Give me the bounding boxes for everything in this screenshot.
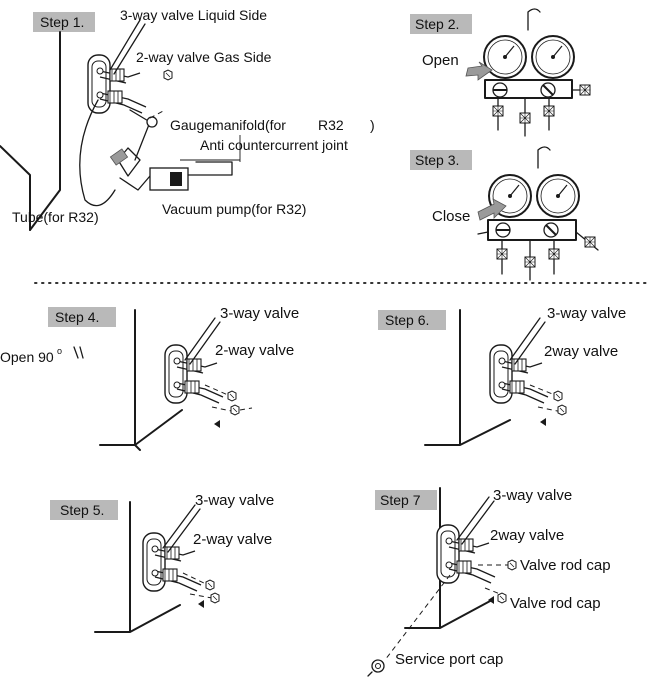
step6-unit-outline: [424, 309, 511, 446]
step2-label: Step 2.: [415, 16, 459, 32]
anti-joint-callout: [180, 135, 241, 162]
step3-label: Step 3.: [415, 152, 459, 168]
vacuum-pump-body: [149, 167, 189, 191]
unit-wall-edge: [29, 31, 61, 231]
step5-2way-label: 2-way valve: [193, 531, 272, 548]
liquid-side-label: 3-way valve Liquid Side: [120, 7, 267, 23]
step7-valve-rod-cap-2: [497, 592, 507, 604]
step2-hook: [527, 8, 541, 31]
step4-label: Step 4.: [55, 309, 99, 325]
valve-rod-cap-label-1: Valve rod cap: [520, 557, 611, 574]
step4-2way-label: 2-way valve: [215, 342, 294, 359]
step2-open-arrow: [465, 61, 493, 81]
rotation-symbol-icon: [73, 346, 84, 359]
step1-liquid-pipe: [109, 19, 141, 71]
step5-badge: [50, 500, 118, 520]
open-label: Open: [422, 52, 459, 69]
open90-degree: o: [57, 346, 62, 356]
step1-valve-cap: [163, 69, 173, 81]
step3-close-arrow: [477, 198, 507, 221]
step5-panel: Step 5. 3-way valve 2-way valve: [50, 492, 274, 633]
anti-joint-label: Anti countercurrent joint: [200, 137, 348, 153]
service-port-cap-label: Service port cap: [395, 651, 503, 668]
step7-panel: Step 7 3-way valve 2way valve Valve rod …: [367, 487, 611, 677]
step2-manifold-body: [484, 79, 573, 99]
gauge-manifold-label: Gaugemanifold(for: [170, 117, 286, 133]
service-port-cap-icon: [367, 659, 385, 677]
step7-badge: [375, 490, 437, 510]
gas-side-label: 2-way valve Gas Side: [136, 49, 272, 65]
gauge-manifold-paren: ): [370, 117, 375, 133]
step7-label: Step 7: [380, 492, 421, 508]
step1-joint: [146, 116, 158, 128]
step4-3way-label: 3-way valve: [220, 305, 299, 322]
step1-panel: Step 1. 3-way valve Liquid Side 2-way va…: [0, 7, 375, 231]
step4-panel: Step 4. 3-way valve 2-way valve Open 90 …: [0, 305, 299, 451]
step7-2way-label: 2way valve: [490, 527, 564, 544]
step2-badge: [410, 14, 472, 34]
step3-high-gauge: [536, 174, 580, 218]
step5-label: Step 5.: [60, 502, 104, 518]
step6-panel: Step 6. 3-way valve 2way valve: [378, 305, 626, 446]
step1-badge: [33, 12, 95, 32]
step5-unit-outline: [94, 501, 181, 633]
step1-gray-adapter: [109, 148, 129, 166]
vacuum-pump-label: Vacuum pump(for R32): [162, 201, 306, 217]
close-label: Close: [432, 208, 470, 225]
step7-3way-label: 3-way valve: [493, 487, 572, 504]
step6-2way-label: 2way valve: [544, 343, 618, 360]
step2-high-gauge: [531, 35, 575, 79]
step3-hook: [537, 146, 551, 169]
step6-label: Step 6.: [385, 312, 429, 328]
step6-3way-label: 3-way valve: [547, 305, 626, 322]
step2-panel: Step 2. Open: [410, 8, 591, 137]
step6-badge: [378, 310, 446, 330]
step3-badge: [410, 150, 472, 170]
step5-3way-label: 3-way valve: [195, 492, 274, 509]
step7-service-valves: [436, 524, 496, 584]
step3-manifold-body: [487, 219, 577, 241]
vacuum-pump-lead: [187, 161, 233, 176]
step7-valve-rod-cap-1: [507, 559, 517, 571]
step1-charge-hose: [79, 99, 116, 207]
unit-wall-corner: [0, 145, 31, 231]
step1-label: Step 1.: [40, 14, 84, 30]
gauge-manifold-refrigerant: R32: [318, 117, 344, 133]
vacuum-pump-motor: [170, 172, 182, 186]
step1-manifold-fitting: [117, 147, 141, 177]
tube-label: Tube(for R32): [12, 209, 99, 225]
step6-service-valves: [489, 344, 549, 404]
step4-badge: [48, 307, 116, 327]
step3-panel: Step 3. Close: [410, 146, 599, 281]
open90-label: Open 90: [0, 349, 54, 365]
valve-rod-cap-label-2: Valve rod cap: [510, 595, 601, 612]
